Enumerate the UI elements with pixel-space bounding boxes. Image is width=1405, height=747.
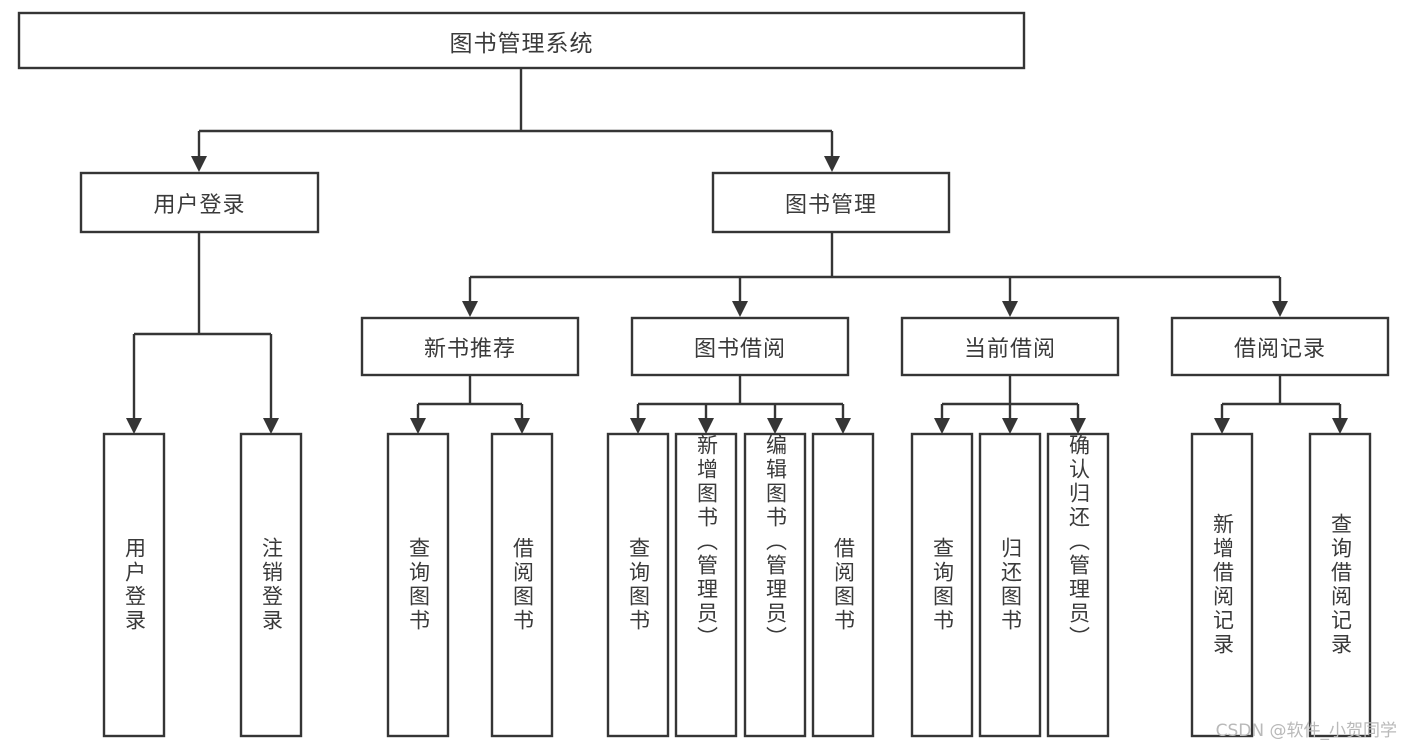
node-borrow-record[interactable] xyxy=(1170,316,1390,377)
node-new-book-recommend[interactable] xyxy=(360,316,580,377)
node-book-management[interactable] xyxy=(711,171,951,234)
leaf-box-book-borrow-3[interactable] xyxy=(811,432,875,738)
leaf-box-book-borrow-2[interactable] xyxy=(743,432,807,738)
connector-newbook-to-leaves xyxy=(410,376,530,434)
node-current-borrow[interactable] xyxy=(900,316,1120,377)
connector-borrowrecord-to-leaves xyxy=(1214,376,1348,434)
leaf-box-current-borrow-0[interactable] xyxy=(910,432,974,738)
leaf-box-current-borrow-1[interactable] xyxy=(978,432,1042,738)
leaf-box-new-book-0[interactable] xyxy=(386,432,450,738)
leaf-box-borrow-record-1[interactable] xyxy=(1308,432,1372,738)
leaf-box-user-login-0[interactable] xyxy=(102,432,166,738)
connector-currentborrow-to-leaves xyxy=(934,376,1086,434)
node-book-borrow[interactable] xyxy=(630,316,850,377)
connector-bookmgmt-to-level2 xyxy=(462,233,1288,317)
connector-userlogin-to-leaves xyxy=(126,233,279,434)
connector-bookborrow-to-leaves xyxy=(630,376,851,434)
node-root[interactable] xyxy=(17,11,1026,70)
leaf-box-new-book-1[interactable] xyxy=(490,432,554,738)
leaf-box-user-login-1[interactable] xyxy=(239,432,303,738)
leaf-box-current-borrow-2[interactable] xyxy=(1046,432,1110,738)
leaf-box-book-borrow-1[interactable] xyxy=(674,432,738,738)
connector-root-to-level1 xyxy=(191,69,840,172)
leaf-box-book-borrow-0[interactable] xyxy=(606,432,670,738)
leaf-box-borrow-record-0[interactable] xyxy=(1190,432,1254,738)
node-user-login[interactable] xyxy=(79,171,320,234)
